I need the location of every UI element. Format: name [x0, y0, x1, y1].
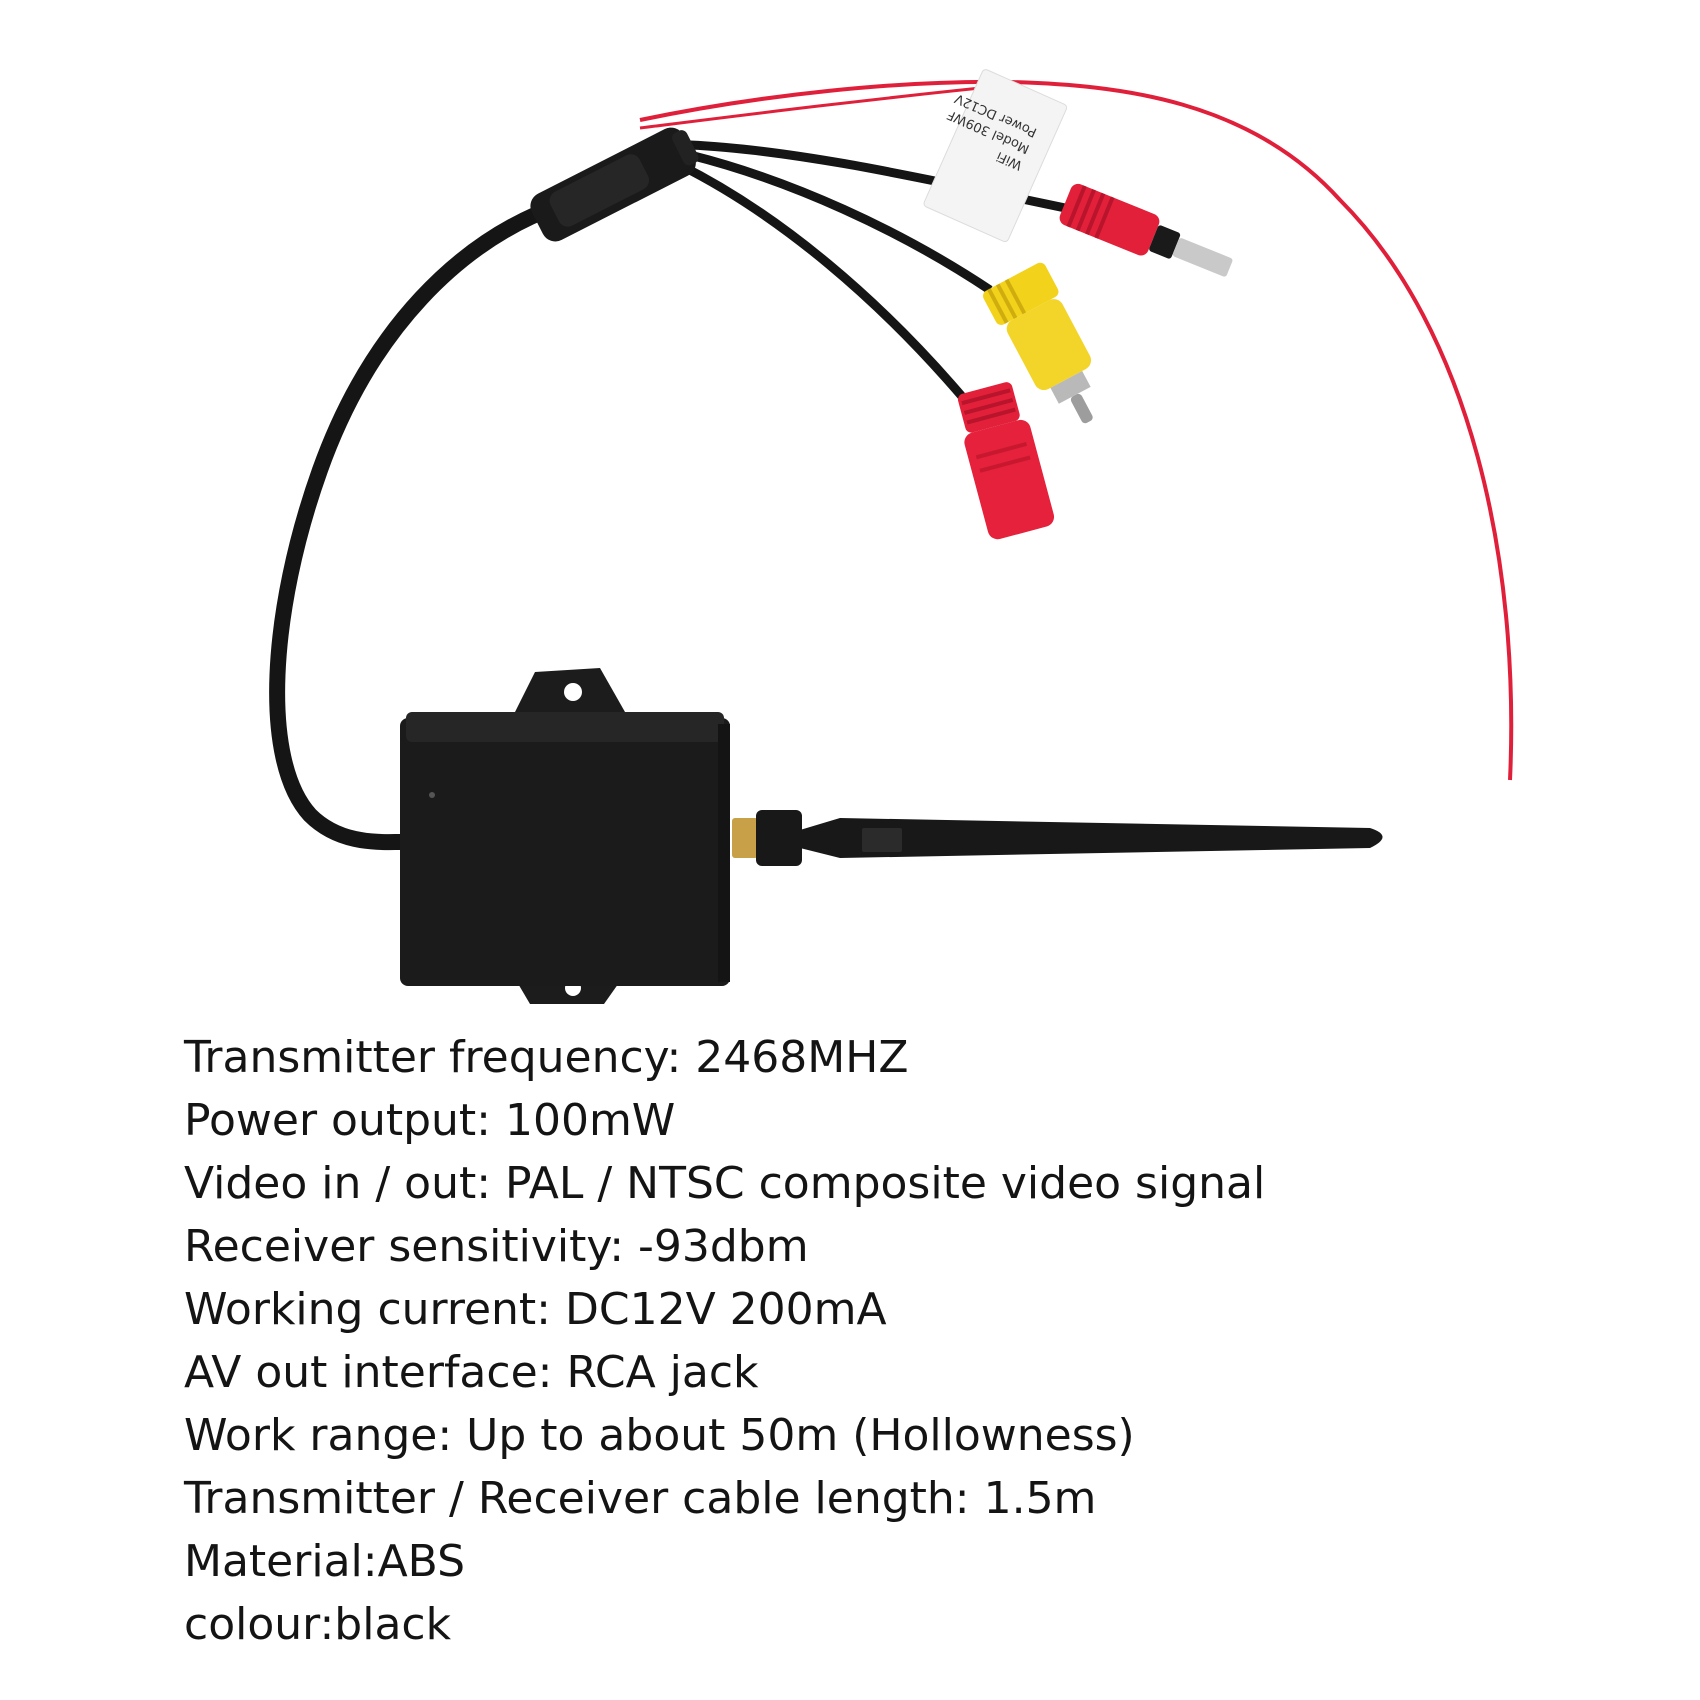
- spec-av-interface: AV out interface: RCA jack: [184, 1347, 759, 1398]
- red-wire-branch: [639, 82, 1021, 130]
- spec-transmitter-frequency: Transmitter frequency: 2468MHZ: [184, 1032, 909, 1083]
- dc-power-plug: [1059, 183, 1233, 277]
- cable-label-tag: WiFi Model 309WF Power DC12V: [923, 69, 1068, 243]
- spec-material: Material:ABS: [184, 1536, 466, 1587]
- spec-list: Transmitter frequency: 2468MHZ Power out…: [184, 1026, 1584, 1656]
- spec-working-current: Working current: DC12V 200mA: [184, 1284, 887, 1335]
- spec-colour: colour:black: [184, 1599, 452, 1650]
- spec-power-output: Power output: 100mW: [184, 1095, 676, 1146]
- red-power-wire: [639, 79, 1514, 781]
- product-photo: WiFi Model 309WF Power DC12V: [269, 69, 1514, 1004]
- dc-power-jack: [957, 382, 1055, 540]
- spec-work-range: Work range: Up to about 50m (Hollowness): [184, 1410, 1135, 1461]
- transmitter-box: [400, 712, 730, 986]
- antenna: [732, 810, 1383, 866]
- yellow-rca-plug: [983, 262, 1093, 424]
- cable-to-rca-plug: [688, 150, 993, 294]
- spec-video-signal: Video in / out: PAL / NTSC composite vid…: [184, 1158, 1266, 1209]
- top-mount-hole: [564, 683, 582, 701]
- status-indicator-hole: [429, 792, 435, 798]
- spec-cable-length: Transmitter / Receiver cable length: 1.5…: [184, 1473, 1097, 1524]
- spec-receiver-sensitivity: Receiver sensitivity: -93dbm: [184, 1221, 809, 1272]
- cable-splitter: [530, 127, 699, 242]
- main-cable: [269, 197, 568, 851]
- cable-to-dc-jack: [677, 160, 969, 403]
